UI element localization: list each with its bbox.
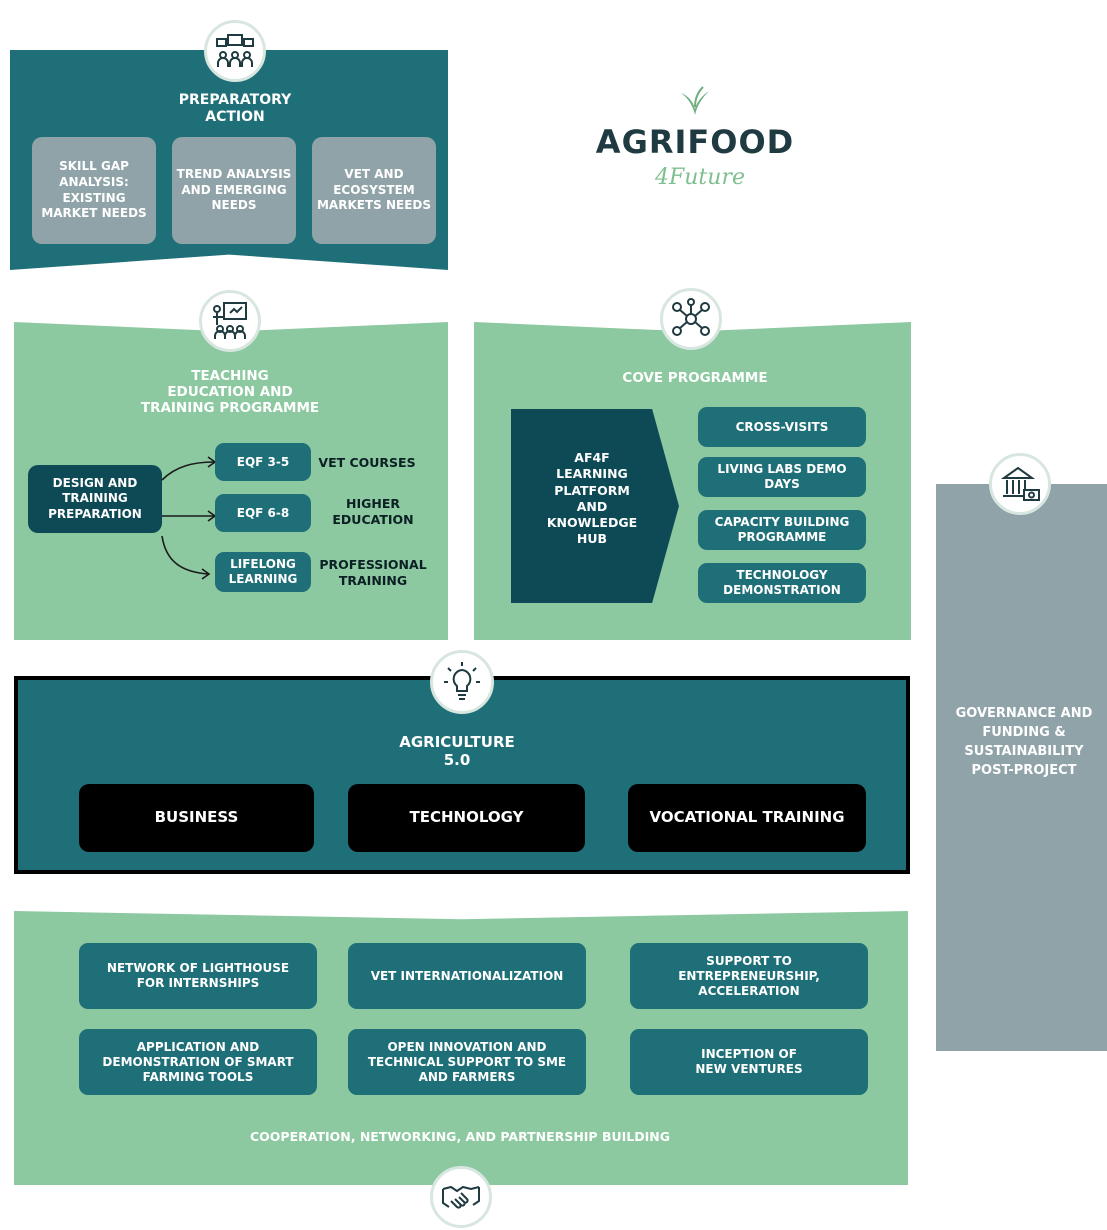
governance-panel — [936, 484, 1107, 1051]
outcome-label: VET COURSES — [318, 455, 416, 470]
meeting-icon — [204, 20, 266, 82]
handshake-icon — [430, 1166, 492, 1228]
eqf-level: LIFELONG LEARNING — [215, 552, 311, 592]
cooperation-item: SUPPORT TO ENTREPRENEURSHIP, ACCELERATIO… — [630, 943, 868, 1009]
outcome-label: HIGHER EDUCATION — [332, 496, 414, 527]
agrifood-logo: AGRIFOOD 4Future — [580, 85, 810, 205]
governance-label: GOVERNANCE AND FUNDING & SUSTAINABILITY … — [955, 706, 1093, 778]
learning-hub-label: AF4F LEARNING PLATFORM AND KNOWLEDGE HUB — [546, 450, 638, 547]
lightbulb-icon — [430, 650, 494, 714]
cooperation-footer: COOPERATION, NETWORKING, AND PARTNERSHIP… — [250, 1129, 670, 1144]
network-icon — [660, 288, 722, 350]
cove-item: CAPACITY BUILDING PROGRAMME — [698, 510, 866, 550]
brand-tagline: 4Future — [655, 165, 745, 190]
cooperation-item: OPEN INNOVATION AND TECHNICAL SUPPORT TO… — [348, 1029, 586, 1095]
pillar-technology: TECHNOLOGY — [348, 784, 585, 852]
preparatory-item: TREND ANALYSIS AND EMERGING NEEDS — [172, 137, 296, 244]
arrow-to-eqf35 — [161, 461, 215, 481]
pillar-vocational-training: VOCATIONAL TRAINING — [628, 784, 866, 852]
brand-name: AGRIFOOD — [595, 123, 795, 161]
pillar-business: BUSINESS — [79, 784, 314, 852]
cooperation-item: APPLICATION AND DEMONSTRATION OF SMART F… — [79, 1029, 317, 1095]
eqf-level: EQF 3-5 — [215, 443, 311, 481]
outcome-label: PROFESSIONAL TRAINING — [319, 557, 427, 588]
design-training-node: DESIGN AND TRAINING PREPARATION — [28, 465, 162, 533]
cooperation-item: VET INTERNATIONALIZATION — [348, 943, 586, 1009]
classroom-icon — [199, 290, 261, 352]
flow-arrows — [161, 456, 217, 580]
cove-item: TECHNOLOGY DEMONSTRATION — [698, 563, 866, 603]
eqf-level: EQF 6-8 — [215, 494, 311, 532]
cove-item: CROSS-VISITS — [698, 407, 866, 447]
cove-item: LIVING LABS DEMO DAYS — [698, 457, 866, 497]
learning-hub-node — [511, 409, 679, 603]
cove-title: COVE PROGRAMME — [622, 370, 768, 386]
arrow-to-lifelong — [161, 535, 209, 575]
preparatory-item: SKILL GAP ANALYSIS: EXISTING MARKET NEED… — [32, 137, 156, 244]
cooperation-item: INCEPTION OF NEW VENTURES — [630, 1029, 868, 1095]
teaching-title: TEACHING EDUCATION AND TRAINING PROGRAMM… — [140, 368, 320, 417]
wheat-leaf-icon — [681, 86, 709, 115]
cooperation-item: NETWORK OF LIGHTHOUSE FOR INTERNSHIPS — [79, 943, 317, 1009]
preparatory-item: VET AND ECOSYSTEM MARKETS NEEDS — [312, 137, 436, 244]
bank-money-icon — [989, 453, 1051, 515]
